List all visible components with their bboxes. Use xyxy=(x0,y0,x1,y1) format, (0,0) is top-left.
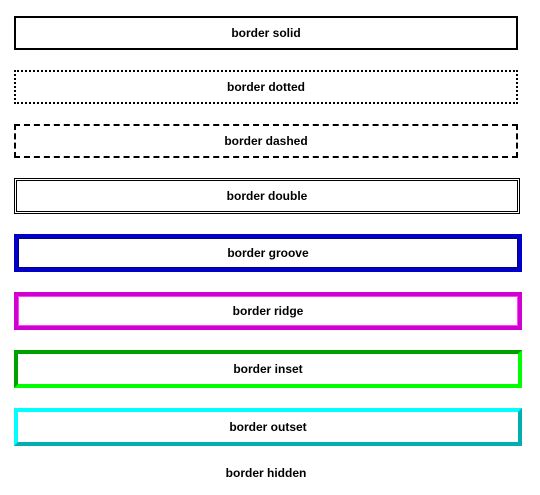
border-dotted-box: border dotted xyxy=(14,70,518,104)
border-inset-label: border inset xyxy=(233,362,303,376)
border-hidden-label: border hidden xyxy=(225,466,307,480)
border-outset-box: border outset xyxy=(14,408,522,446)
border-hidden-box: border hidden xyxy=(14,460,518,486)
border-double-box: border double xyxy=(14,178,520,214)
border-ridge-label: border ridge xyxy=(232,304,304,318)
border-solid-label: border solid xyxy=(231,26,301,40)
border-outset-label: border outset xyxy=(229,420,307,434)
border-solid-box: border solid xyxy=(14,16,518,50)
border-double-label: border double xyxy=(226,189,308,203)
border-ridge-box: border ridge xyxy=(14,292,522,330)
border-groove-label: border groove xyxy=(227,246,309,260)
border-dotted-label: border dotted xyxy=(227,80,305,94)
border-groove-box: border groove xyxy=(14,234,522,272)
border-dashed-label: border dashed xyxy=(224,134,308,148)
border-inset-box: border inset xyxy=(14,350,522,388)
border-dashed-box: border dashed xyxy=(14,124,518,158)
